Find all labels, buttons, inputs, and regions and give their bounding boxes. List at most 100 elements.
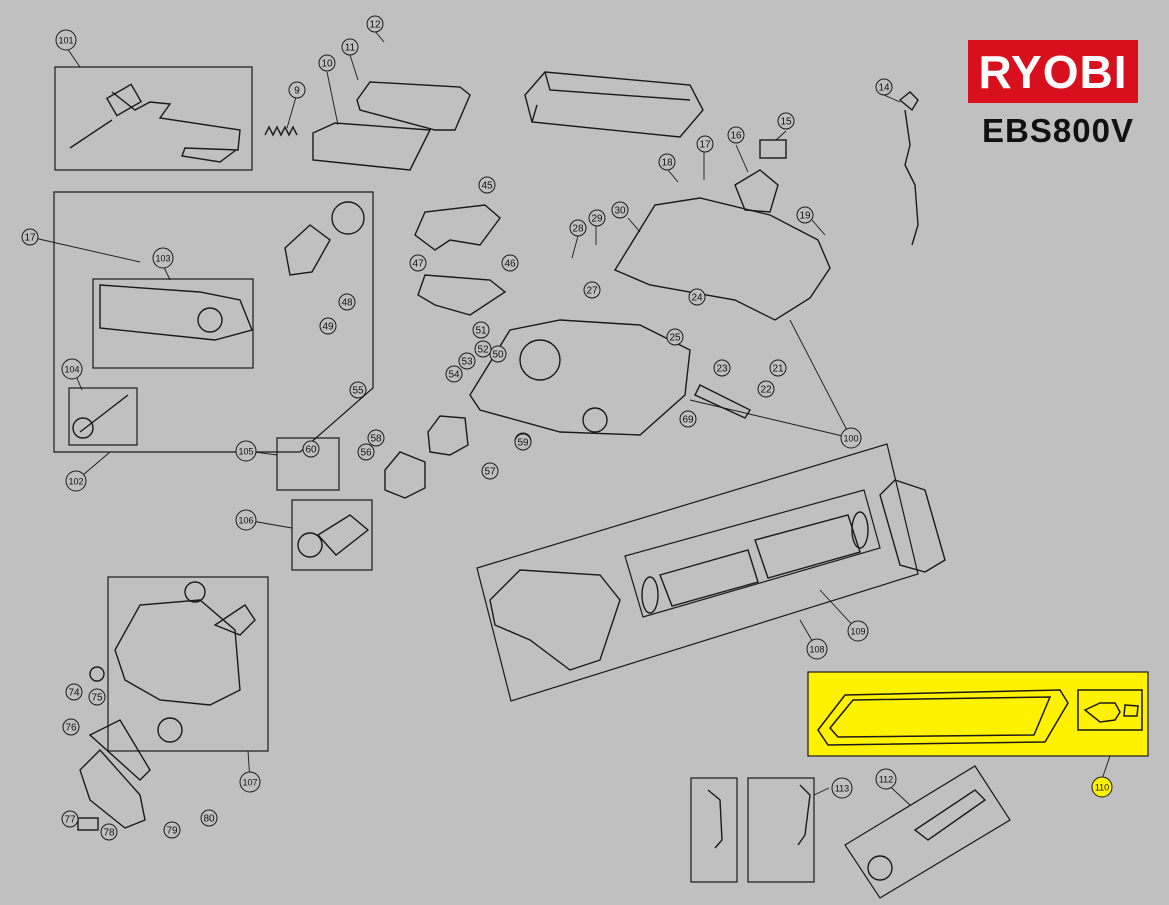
callout-circle-25[interactable] bbox=[666, 328, 684, 346]
leader-100a bbox=[789, 319, 852, 439]
belt-guard-16-icon bbox=[734, 169, 779, 213]
callout-circle-106[interactable] bbox=[235, 509, 257, 531]
callout-label-100: 100 bbox=[843, 434, 858, 444]
callout-circle-74[interactable] bbox=[65, 683, 83, 701]
callout-circle-80[interactable] bbox=[200, 809, 218, 827]
pulley-76-icon bbox=[157, 717, 183, 743]
armature-106-icon bbox=[316, 514, 370, 556]
callout-circle-28[interactable] bbox=[569, 219, 587, 237]
callout-circle-57[interactable] bbox=[481, 462, 499, 480]
callout-circle-47[interactable] bbox=[409, 254, 427, 272]
group-box-105 bbox=[276, 437, 340, 491]
transmission-107-icon bbox=[114, 599, 241, 706]
callout-circle-54[interactable] bbox=[445, 365, 463, 383]
callout-circle-52[interactable] bbox=[474, 340, 492, 358]
callout-circle-17[interactable] bbox=[21, 228, 39, 246]
label-15-icon bbox=[759, 139, 787, 159]
callout-label-76: 76 bbox=[65, 723, 77, 734]
callout-circle-108[interactable] bbox=[806, 638, 828, 660]
callout-circle-59[interactable] bbox=[514, 433, 532, 451]
callout-label-50: 50 bbox=[492, 350, 504, 361]
callout-label-19: 19 bbox=[799, 211, 811, 222]
group-box-113a bbox=[690, 777, 738, 883]
callout-circle-27[interactable] bbox=[583, 281, 601, 299]
callout-circle-60[interactable] bbox=[302, 440, 320, 458]
callout-circle-69[interactable] bbox=[679, 410, 697, 428]
leader-18 bbox=[667, 169, 679, 183]
callout-label-105: 105 bbox=[238, 447, 253, 457]
callout-circle-14[interactable] bbox=[875, 78, 893, 96]
callout-circle-56[interactable] bbox=[357, 443, 375, 461]
callout-circle-21[interactable] bbox=[769, 359, 787, 377]
callout-label-78: 78 bbox=[103, 828, 115, 839]
callout-circle-109[interactable] bbox=[847, 620, 869, 642]
callout-circle-102[interactable] bbox=[65, 470, 87, 492]
callout-label-48: 48 bbox=[341, 298, 353, 309]
callout-circle-10[interactable] bbox=[318, 54, 336, 72]
callout-circle-112[interactable] bbox=[875, 768, 897, 790]
callout-circle-78[interactable] bbox=[100, 823, 118, 841]
plug-14-icon bbox=[898, 91, 919, 112]
callout-circle-46[interactable] bbox=[501, 254, 519, 272]
power-cord-14-icon bbox=[904, 109, 919, 246]
callout-label-23: 23 bbox=[716, 364, 728, 375]
callout-circle-103[interactable] bbox=[152, 247, 174, 269]
callout-circle-49[interactable] bbox=[319, 317, 337, 335]
callout-circle-53[interactable] bbox=[458, 352, 476, 370]
leader-101 bbox=[66, 47, 81, 68]
callout-circle-51[interactable] bbox=[472, 321, 490, 339]
callout-circle-23[interactable] bbox=[713, 359, 731, 377]
drive-belt-icon bbox=[88, 719, 151, 781]
callout-circle-55[interactable] bbox=[349, 381, 367, 399]
callout-label-53: 53 bbox=[461, 357, 473, 368]
callout-circle-77[interactable] bbox=[61, 810, 79, 828]
clip-ring-icon bbox=[331, 201, 365, 235]
lever-assembly-101-icon bbox=[69, 91, 241, 163]
callout-label-21: 21 bbox=[772, 364, 784, 375]
callout-circle-58[interactable] bbox=[367, 429, 385, 447]
callout-label-112: 112 bbox=[879, 775, 893, 785]
group-box-103 bbox=[92, 278, 254, 369]
callout-circle-107[interactable] bbox=[239, 771, 261, 793]
callout-circle-113[interactable] bbox=[831, 777, 853, 799]
callout-circle-30[interactable] bbox=[611, 201, 629, 219]
highlight-box-110[interactable] bbox=[807, 671, 1149, 757]
label-78-icon bbox=[77, 817, 99, 831]
callout-circle-19[interactable] bbox=[796, 206, 814, 224]
model-number: EBS800V bbox=[982, 112, 1134, 149]
callout-circle-100[interactable] bbox=[840, 427, 862, 449]
callout-circle-50[interactable] bbox=[489, 345, 507, 363]
callout-circle-24[interactable] bbox=[688, 288, 706, 306]
callout-label-104: 104 bbox=[64, 365, 79, 375]
callout-label-27: 27 bbox=[586, 286, 598, 297]
callout-circle-18[interactable] bbox=[658, 153, 676, 171]
callout-circle-101[interactable] bbox=[55, 29, 77, 51]
callout-circle-75[interactable] bbox=[88, 688, 106, 706]
callout-circle-104[interactable] bbox=[61, 358, 83, 380]
callout-circle-16[interactable] bbox=[727, 126, 745, 144]
callout-label-25: 25 bbox=[669, 333, 681, 344]
callout-circle-48[interactable] bbox=[338, 293, 356, 311]
callout-label-56: 56 bbox=[360, 448, 372, 459]
callout-circle-12[interactable] bbox=[366, 15, 384, 33]
callout-circle-105[interactable] bbox=[235, 440, 257, 462]
leader-100b bbox=[689, 399, 852, 439]
callout-circle-110[interactable] bbox=[1091, 776, 1113, 798]
callout-circle-29[interactable] bbox=[588, 209, 606, 227]
callout-circle-79[interactable] bbox=[163, 821, 181, 839]
callout-label-11: 11 bbox=[345, 43, 356, 54]
callout-circle-11[interactable] bbox=[341, 38, 359, 56]
callout-circle-45[interactable] bbox=[478, 176, 496, 194]
upper-housing-100-icon bbox=[613, 197, 831, 321]
roller-101-icon bbox=[105, 83, 143, 117]
callout-circle-76[interactable] bbox=[62, 718, 80, 736]
callout-circle-15[interactable] bbox=[777, 112, 795, 130]
gear-74-icon bbox=[89, 666, 105, 682]
callout-circle-9[interactable] bbox=[288, 81, 306, 99]
callout-label-59: 59 bbox=[517, 438, 529, 449]
callout-label-10: 10 bbox=[321, 59, 333, 70]
fence-113-icon bbox=[707, 784, 811, 849]
armature-gear-icon bbox=[297, 532, 323, 558]
callout-circle-17[interactable] bbox=[696, 135, 714, 153]
callout-circle-22[interactable] bbox=[757, 380, 775, 398]
